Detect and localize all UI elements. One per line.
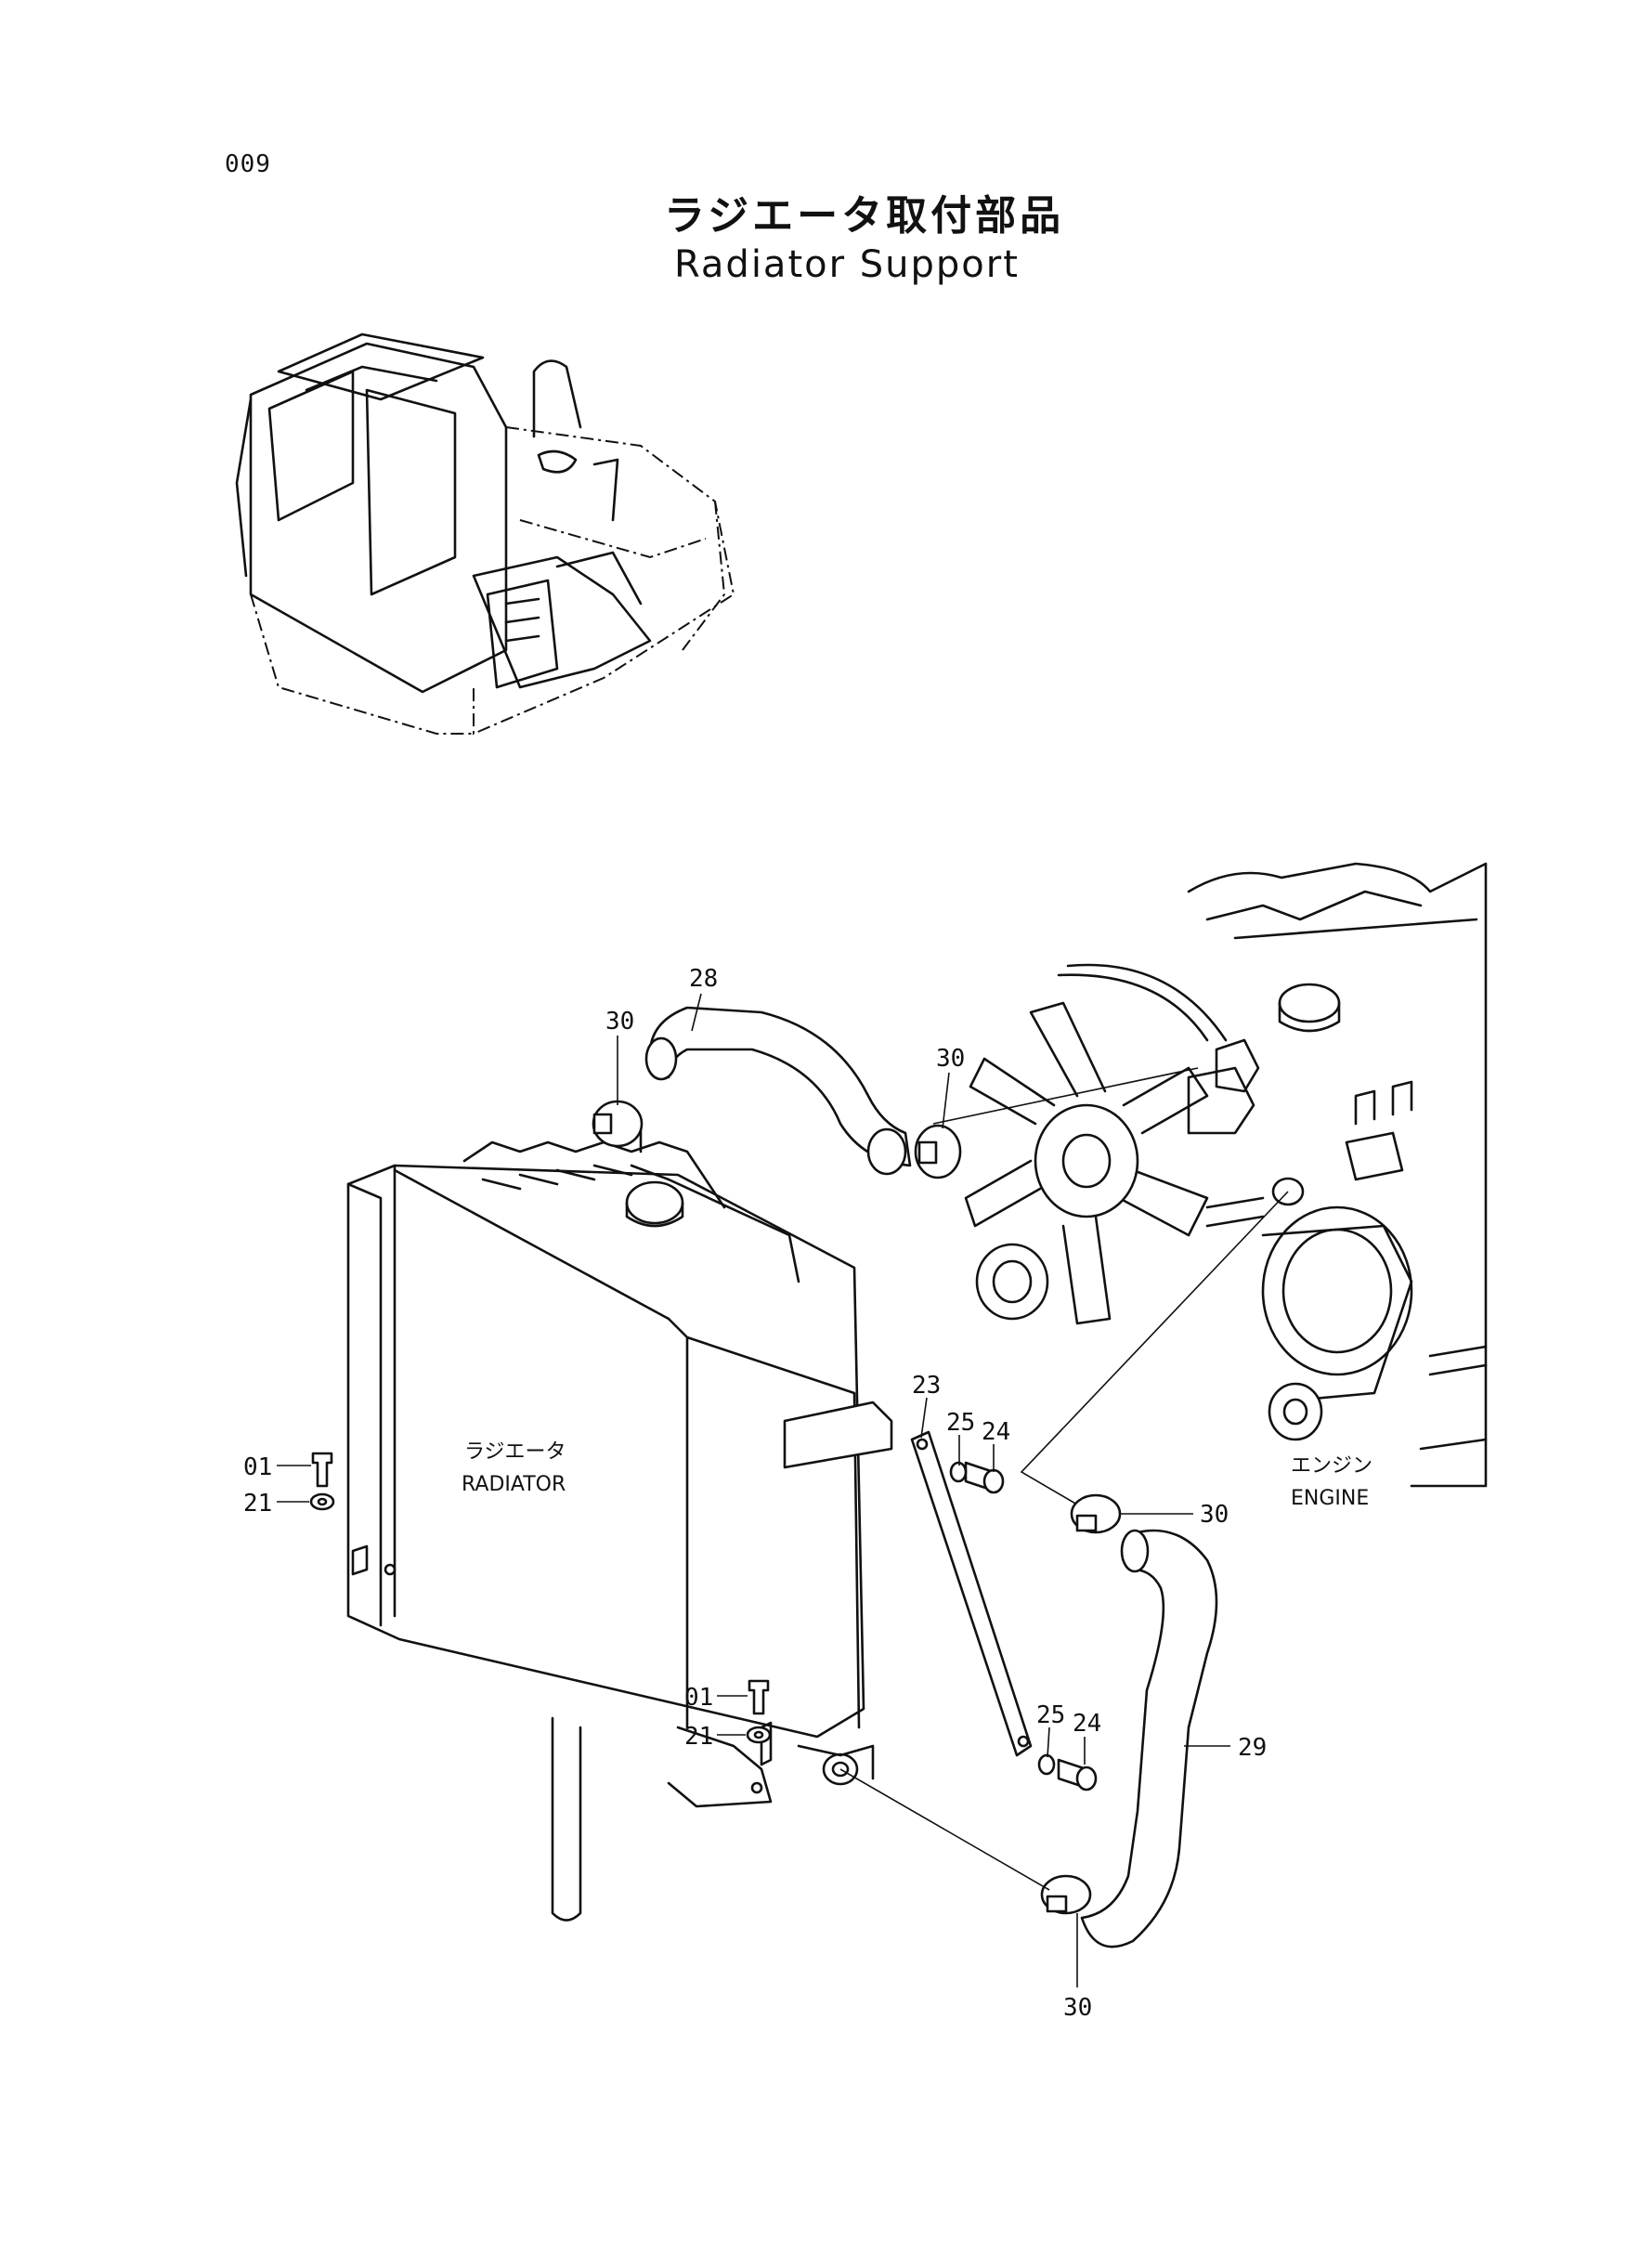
callout-01-lower: 01 <box>684 1684 713 1712</box>
hose-clamp-upper-right <box>914 1124 962 1179</box>
washer-21-lower <box>746 1726 772 1744</box>
washer-25-mid <box>1037 1753 1056 1776</box>
callout-leaders <box>277 993 1230 1987</box>
engine-label-jp: エンジン <box>1291 1454 1372 1478</box>
engine-label-en: ENGINE <box>1291 1487 1369 1510</box>
washer-25-upper <box>949 1461 968 1483</box>
hose-clamp-upper-left <box>592 1100 644 1148</box>
engine-illustration <box>932 862 1488 1505</box>
lower-hose-29 <box>1080 1529 1218 1948</box>
page-number: 009 <box>225 150 271 178</box>
callout-30-engine: 30 <box>1200 1501 1229 1529</box>
radiator-label-jp: ラジエータ <box>464 1440 566 1464</box>
callout-24-mid: 24 <box>1073 1710 1101 1738</box>
callout-24-upper: 24 <box>982 1418 1010 1446</box>
radiator-label-en: RADIATOR <box>462 1473 566 1496</box>
bolt-24-mid <box>1057 1758 1098 1791</box>
callout-29: 29 <box>1238 1734 1267 1762</box>
bolt-01-left <box>311 1452 333 1488</box>
callout-21-lower: 21 <box>684 1723 713 1751</box>
upper-hose-28 <box>644 1006 912 1176</box>
callout-01-left: 01 <box>243 1453 272 1481</box>
callout-23: 23 <box>912 1372 941 1400</box>
callout-25-mid: 25 <box>1036 1701 1065 1729</box>
radiator-illustration <box>346 1106 893 1922</box>
callout-30-upper-right: 30 <box>936 1045 965 1073</box>
bolt-01-lower <box>748 1679 770 1715</box>
bolt-24-upper <box>964 1461 1005 1494</box>
washer-21-left <box>309 1492 335 1511</box>
excavator-overview-illustration <box>235 332 735 736</box>
radiator-stay-23 <box>910 1430 1033 1757</box>
title-english: Radiator Support <box>674 243 1020 286</box>
callout-21-left: 21 <box>243 1490 272 1518</box>
hose-clamp-engine <box>1070 1493 1122 1534</box>
callout-30-bottom: 30 <box>1063 1994 1092 2022</box>
leader-line-lower <box>839 1768 1050 1891</box>
callout-30-upper-left: 30 <box>605 1008 634 1036</box>
callout-25-upper: 25 <box>946 1409 975 1437</box>
title-japanese: ラジエータ取付部品 <box>664 192 1065 240</box>
callout-28: 28 <box>689 965 718 993</box>
hose-clamp-bottom <box>1040 1874 1092 1915</box>
